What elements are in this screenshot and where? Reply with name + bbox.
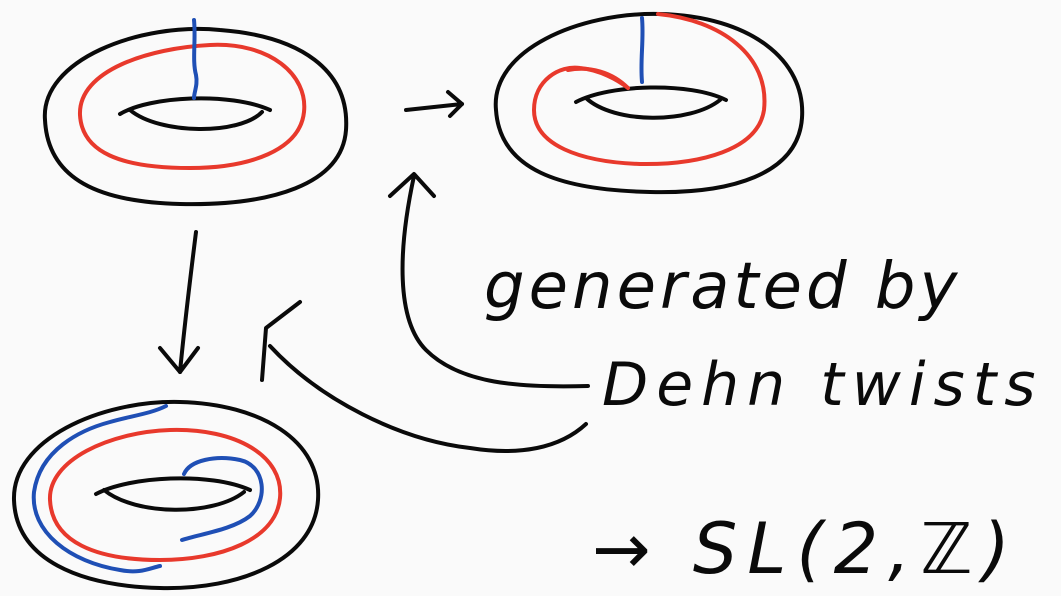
torus-hole-upper bbox=[118, 96, 272, 116]
arrow-down bbox=[158, 230, 200, 374]
torus-hole-upper bbox=[94, 476, 252, 496]
arrow-to-top-right bbox=[388, 172, 590, 389]
torus-outer-outline bbox=[493, 11, 805, 195]
dehn-twists-label: Dehn twists bbox=[602, 350, 1044, 420]
red-meridian-curve bbox=[47, 427, 283, 562]
red-twisted-curve-start bbox=[566, 66, 630, 90]
blue-twisted-curve-inner bbox=[180, 456, 264, 542]
torus-hole-lower bbox=[102, 488, 246, 512]
torus-bottom-left bbox=[11, 399, 321, 591]
torus-top-left bbox=[42, 18, 349, 207]
blue-twisted-curve-outer bbox=[31, 404, 168, 574]
torus-top-right bbox=[493, 11, 805, 195]
torus-hole-upper bbox=[574, 85, 728, 104]
blue-longitude-arc bbox=[639, 16, 645, 84]
blue-longitude-arc bbox=[192, 18, 199, 100]
torus-hole-lower bbox=[584, 96, 722, 120]
sl2z-label: → SL(2,ℤ) bbox=[592, 508, 1020, 590]
torus-outer-outline bbox=[42, 27, 349, 207]
generated-by-label: generated by bbox=[484, 250, 962, 324]
red-meridian-curve bbox=[77, 42, 307, 170]
arrow-right bbox=[404, 90, 464, 118]
torus-outer-outline bbox=[11, 399, 321, 591]
torus-hole-lower bbox=[128, 108, 264, 131]
arrow-to-bottom-left bbox=[260, 300, 588, 453]
